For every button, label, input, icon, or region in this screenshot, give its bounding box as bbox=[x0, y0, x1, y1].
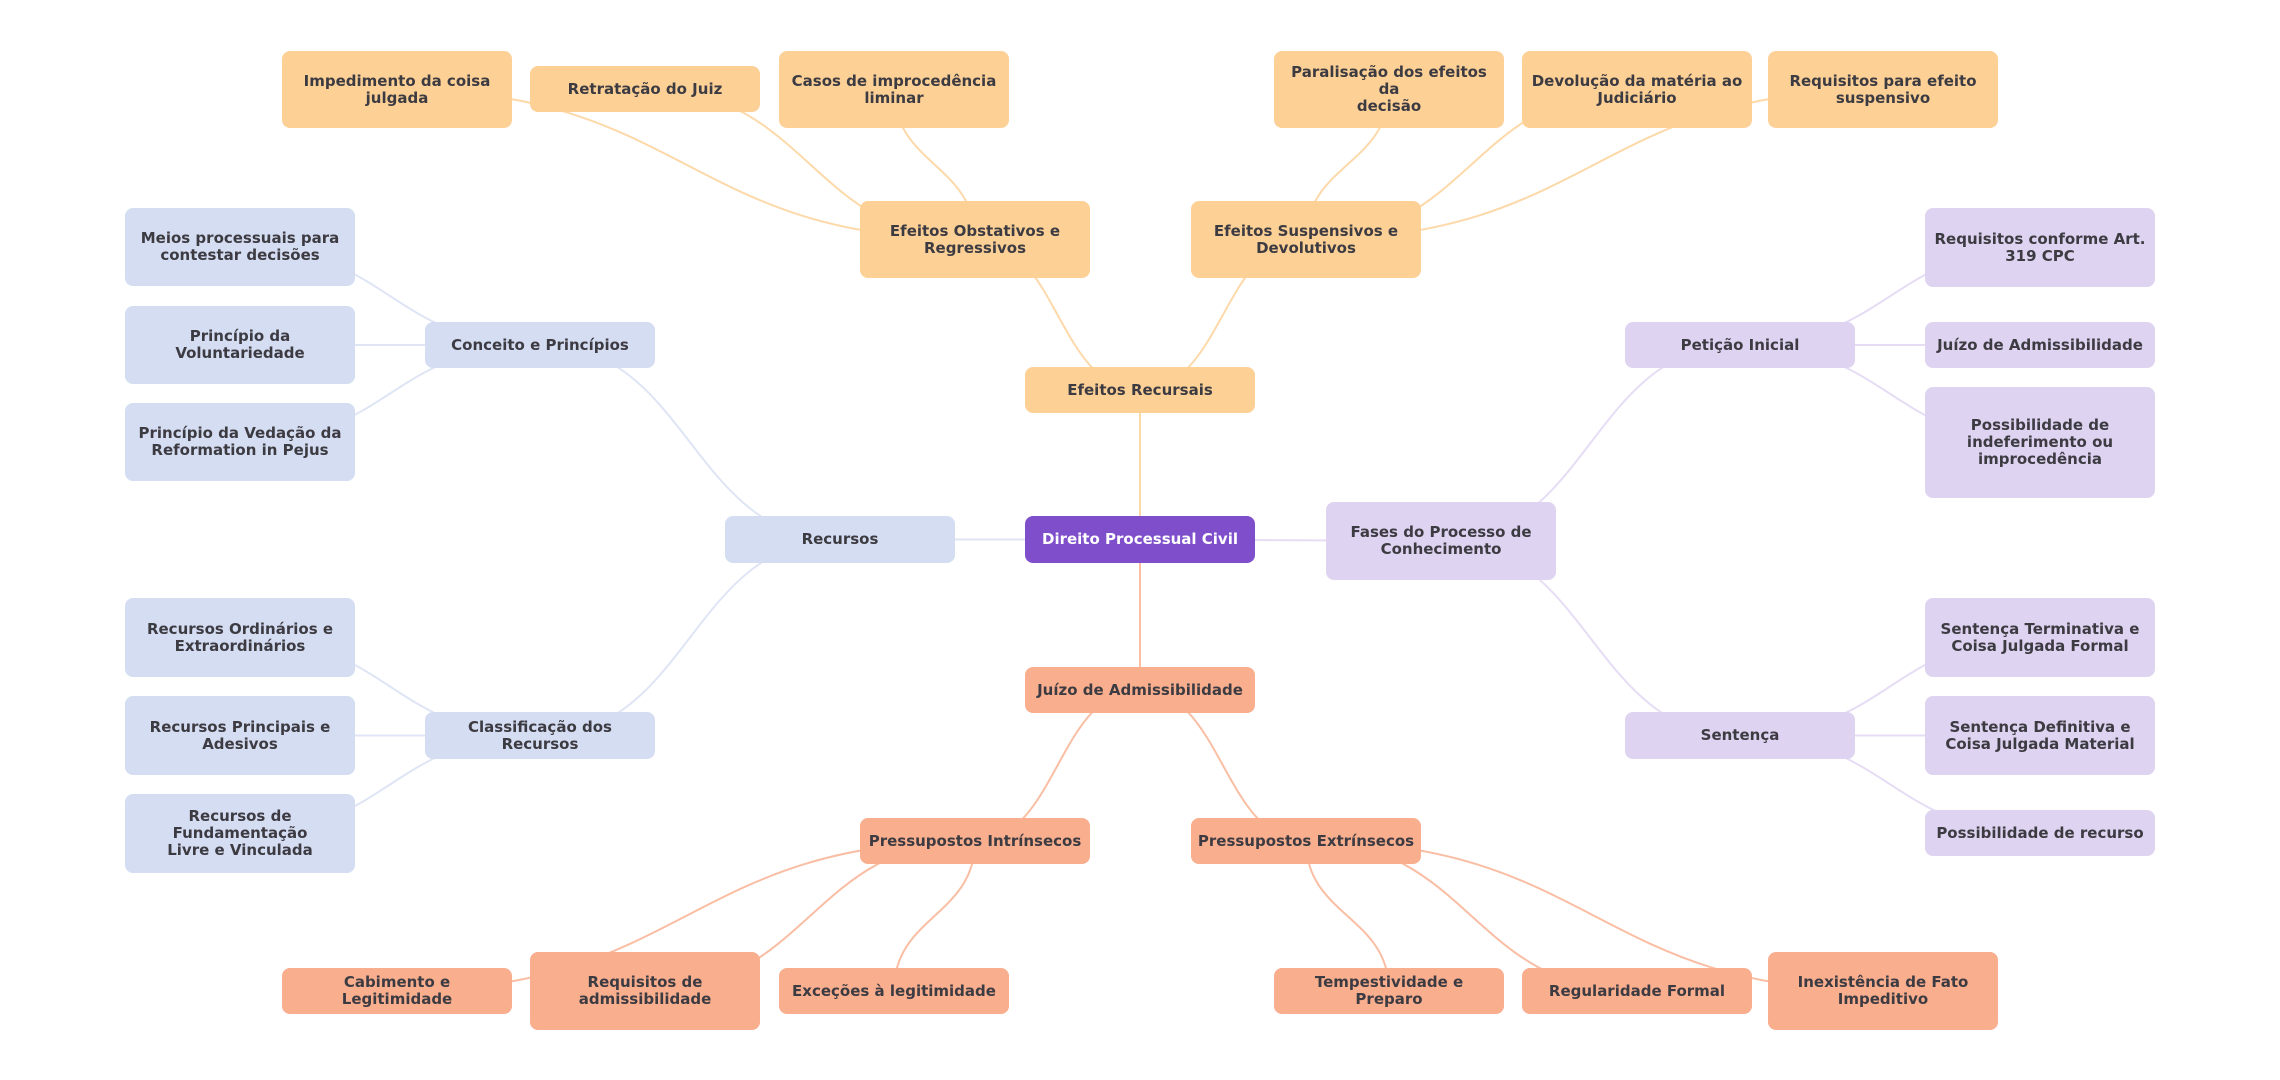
node-label: Paralisação dos efeitos da decisão bbox=[1291, 63, 1487, 115]
node-label: Pressupostos Intrínsecos bbox=[868, 831, 1082, 850]
node-label: Direito Processual Civil bbox=[1042, 530, 1238, 548]
node-impedimento-coisa-julgada[interactable]: Impedimento da coisa julgada bbox=[282, 51, 512, 128]
node-label: Possibilidade de recurso bbox=[1936, 823, 2144, 842]
node-label: Efeitos Recursais bbox=[1067, 380, 1213, 399]
node-possibilidade-recurso[interactable]: Possibilidade de recurso bbox=[1925, 810, 2155, 856]
node-classificacao-recursos[interactable]: Classificação dos Recursos bbox=[425, 712, 655, 759]
node-label: Inexistência de Fato Impeditivo bbox=[1797, 973, 1969, 1008]
node-label: Recursos Ordinários e Extraordinários bbox=[146, 619, 334, 655]
node-requisitos-art-319[interactable]: Requisitos conforme Art. 319 CPC bbox=[1925, 208, 2155, 287]
node-inexistencia-fato-impeditivo[interactable]: Inexistência de Fato Impeditivo bbox=[1768, 952, 1998, 1030]
node-meios-processuais[interactable]: Meios processuais para contestar decisõe… bbox=[125, 208, 355, 286]
node-label: Recursos de Fundamentação Livre e Vincul… bbox=[167, 807, 313, 859]
node-casos-improcedencia[interactable]: Casos de improcedência liminar bbox=[779, 51, 1009, 128]
node-principio-voluntariedade[interactable]: Princípio da Voluntariedade bbox=[125, 306, 355, 384]
node-label: Requisitos de admissibilidade bbox=[578, 973, 712, 1008]
node-efeitos-suspensivos[interactable]: Efeitos Suspensivos e Devolutivos bbox=[1191, 201, 1421, 278]
node-label: Possibilidade de indeferimento ou improc… bbox=[1966, 416, 2114, 468]
node-label: Juízo de Admissibilidade bbox=[1037, 680, 1243, 699]
node-recursos[interactable]: Recursos bbox=[725, 516, 955, 563]
node-label: Retratação do Juiz bbox=[567, 79, 723, 98]
edge-intrinsecos-excecoes bbox=[893, 840, 976, 992]
edge-recursos-classificacao bbox=[539, 538, 841, 737]
node-sentenca-definitiva[interactable]: Sentença Definitiva e Coisa Julgada Mate… bbox=[1925, 696, 2155, 775]
node-label: Princípio da Voluntariedade bbox=[175, 327, 305, 362]
node-efeitos-recursais[interactable]: Efeitos Recursais bbox=[1025, 367, 1255, 413]
node-label: Recursos bbox=[801, 530, 879, 548]
node-recursos-ordinarios[interactable]: Recursos Ordinários e Extraordinários bbox=[125, 598, 355, 677]
node-principio-vedacao[interactable]: Princípio da Vedação da Reformation in P… bbox=[125, 403, 355, 481]
node-label: Tempestividade e Preparo bbox=[1314, 973, 1464, 1008]
node-peticao-inicial[interactable]: Petição Inicial bbox=[1625, 322, 1855, 368]
node-label: Casos de improcedência liminar bbox=[791, 71, 997, 107]
node-regularidade-formal[interactable]: Regularidade Formal bbox=[1522, 968, 1752, 1014]
node-efeitos-obstativos[interactable]: Efeitos Obstativos e Regressivos bbox=[860, 201, 1090, 278]
node-label: Juízo de Admissibilidade bbox=[1937, 335, 2143, 354]
node-label: Sentença Definitiva e Coisa Julgada Mate… bbox=[1945, 717, 2135, 753]
node-pressupostos-extrinsecos[interactable]: Pressupostos Extrínsecos bbox=[1191, 818, 1421, 864]
node-retratacao-juiz[interactable]: Retratação do Juiz bbox=[530, 66, 760, 112]
node-paralisacao-efeitos[interactable]: Paralisação dos efeitos da decisão bbox=[1274, 51, 1504, 128]
node-juizo-admissibilidade[interactable]: Juízo de Admissibilidade bbox=[1025, 667, 1255, 713]
node-label: Regularidade Formal bbox=[1548, 981, 1726, 1000]
node-fases-processo[interactable]: Fases do Processo de Conhecimento bbox=[1326, 502, 1556, 580]
node-conceito-principios[interactable]: Conceito e Princípios bbox=[425, 322, 655, 368]
node-label: Requisitos para efeito suspensivo bbox=[1789, 71, 1977, 107]
node-devolucao-materia[interactable]: Devolução da matéria ao Judiciário bbox=[1522, 51, 1752, 128]
node-excecoes-legitimidade[interactable]: Exceções à legitimidade bbox=[779, 968, 1009, 1014]
node-label: Efeitos Suspensivos e Devolutivos bbox=[1213, 221, 1399, 257]
node-label: Classificação dos Recursos bbox=[468, 717, 612, 753]
edge-extrinsecos-tempestividade bbox=[1305, 840, 1390, 992]
node-label: Sentença Terminativa e Coisa Julgada For… bbox=[1940, 619, 2140, 655]
node-label: Recursos Principais e Adesivos bbox=[149, 717, 331, 753]
node-recursos-principais[interactable]: Recursos Principais e Adesivos bbox=[125, 696, 355, 775]
node-label: Exceções à legitimidade bbox=[792, 981, 996, 1000]
node-sentenca-terminativa[interactable]: Sentença Terminativa e Coisa Julgada For… bbox=[1925, 598, 2155, 677]
node-juizo-admissibilidade-peticao[interactable]: Juízo de Admissibilidade bbox=[1925, 322, 2155, 368]
node-requisitos-efeito-suspensivo[interactable]: Requisitos para efeito suspensivo bbox=[1768, 51, 1998, 128]
node-requisitos-admissibilidade[interactable]: Requisitos de admissibilidade bbox=[530, 952, 760, 1030]
node-sentenca[interactable]: Sentença bbox=[1625, 712, 1855, 759]
node-label: Pressupostos Extrínsecos bbox=[1197, 831, 1415, 850]
node-label: Fases do Processo de Conhecimento bbox=[1350, 523, 1532, 558]
node-label: Devolução da matéria ao Judiciário bbox=[1531, 71, 1743, 107]
node-label: Princípio da Vedação da Reformation in P… bbox=[138, 424, 342, 459]
node-pressupostos-intrinsecos[interactable]: Pressupostos Intrínsecos bbox=[860, 818, 1090, 864]
node-label: Efeitos Obstativos e Regressivos bbox=[889, 221, 1061, 257]
node-label: Sentença bbox=[1700, 726, 1780, 744]
node-label: Meios processuais para contestar decisõe… bbox=[140, 229, 340, 264]
node-label: Petição Inicial bbox=[1680, 335, 1800, 354]
node-cabimento-legitimidade[interactable]: Cabimento e Legitimidade bbox=[282, 968, 512, 1014]
node-label: Conceito e Princípios bbox=[451, 335, 629, 354]
node-label: Requisitos conforme Art. 319 CPC bbox=[1934, 229, 2146, 265]
node-label: Impedimento da coisa julgada bbox=[303, 71, 491, 107]
node-possibilidade-indeferimento[interactable]: Possibilidade de indeferimento ou improc… bbox=[1925, 387, 2155, 498]
edge-recursos-conceito bbox=[539, 344, 841, 541]
node-recursos-fundamentacao[interactable]: Recursos de Fundamentação Livre e Vincul… bbox=[125, 794, 355, 873]
node-tempestividade-preparo[interactable]: Tempestividade e Preparo bbox=[1274, 968, 1504, 1014]
node-label: Cabimento e Legitimidade bbox=[341, 973, 453, 1008]
node-root-direito-processual-civil[interactable]: Direito Processual Civil bbox=[1025, 516, 1255, 563]
